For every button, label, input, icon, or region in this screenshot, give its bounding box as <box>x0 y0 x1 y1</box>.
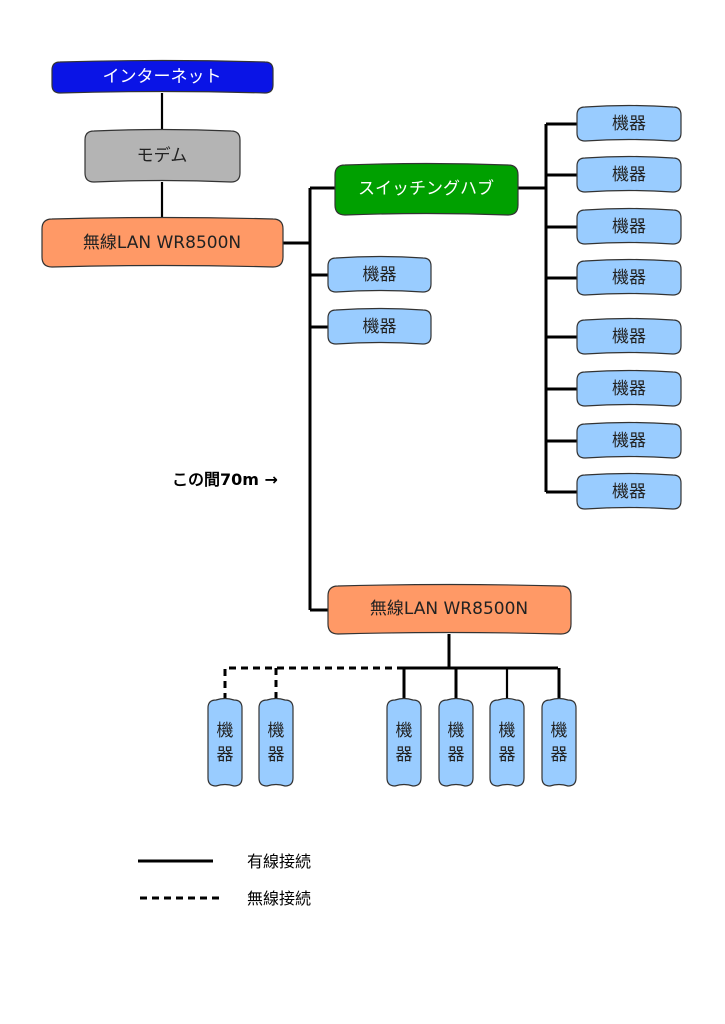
switch-device: 機器 <box>576 317 682 355</box>
remote-wireless-device: 機器 <box>207 697 243 787</box>
remote-wireless-device: 機器 <box>258 697 294 787</box>
device-label-char: 器 <box>499 745 516 765</box>
device-label-char: 機 <box>499 721 516 741</box>
main-router-box <box>41 216 284 268</box>
modem-node: モデム <box>84 128 241 183</box>
switch-device: 機器 <box>576 207 682 245</box>
device-label: 機器 <box>612 165 646 185</box>
internet-node: インターネット <box>51 59 274 94</box>
device-box <box>438 697 474 787</box>
device-box <box>576 421 682 459</box>
remote-wired-device: 機器 <box>489 697 525 787</box>
main-router-label: 無線LAN WR8500N <box>83 233 241 253</box>
device-label-char: 器 <box>448 745 465 765</box>
device-label: 機器 <box>612 482 646 502</box>
device-label-char: 器 <box>268 745 285 765</box>
device-box <box>576 369 682 407</box>
device-label-char: 機 <box>448 721 465 741</box>
switch-device: 機器 <box>576 472 682 510</box>
device-label: 機器 <box>363 265 397 285</box>
switch-hub-box <box>334 162 519 216</box>
device-label: 機器 <box>363 317 397 337</box>
legend-wired-label: 有線接続 <box>247 852 311 871</box>
device-label: 機器 <box>612 268 646 288</box>
remote-wired-device: 機器 <box>386 697 422 787</box>
switch-hub-label: スイッチングハブ <box>358 178 494 199</box>
device-label: 機器 <box>612 431 646 451</box>
internet-label: インターネット <box>103 67 222 87</box>
device-box <box>576 207 682 245</box>
device-box <box>258 697 294 787</box>
device-box <box>489 697 525 787</box>
legend-wireless-label: 無線接続 <box>247 889 311 908</box>
remote-router-node: 無線LAN WR8500N <box>327 583 572 635</box>
distance-annotation: この間70m → <box>172 470 278 489</box>
device-label: 機器 <box>612 379 646 399</box>
switch-hub-node: スイッチングハブ <box>334 162 519 216</box>
device-box <box>576 258 682 296</box>
device-label-char: 機 <box>217 721 234 741</box>
legend: 有線接続 無線接続 <box>138 852 311 908</box>
remote-router-label: 無線LAN WR8500N <box>370 599 528 619</box>
device-box <box>576 472 682 510</box>
device-label-char: 機 <box>268 721 285 741</box>
device-box <box>576 155 682 193</box>
device-box <box>541 697 577 787</box>
device-label-char: 機 <box>551 721 568 741</box>
remote-wired-device: 機器 <box>438 697 474 787</box>
router-device: 機器 <box>327 255 432 293</box>
device-box <box>327 255 432 293</box>
device-label: 機器 <box>612 114 646 134</box>
main-router-node: 無線LAN WR8500N <box>41 216 284 268</box>
switch-device: 機器 <box>576 369 682 407</box>
device-label-char: 器 <box>217 745 234 765</box>
modem-label: モデム <box>137 145 188 166</box>
connection-lines <box>160 93 577 700</box>
wireless-link <box>223 666 404 700</box>
device-box <box>207 697 243 787</box>
switch-device: 機器 <box>576 421 682 459</box>
switch-device: 機器 <box>576 104 682 142</box>
remote-wired-device: 機器 <box>541 697 577 787</box>
switch-device: 機器 <box>576 258 682 296</box>
device-box <box>576 317 682 355</box>
switch-device: 機器 <box>576 155 682 193</box>
device-label-char: 機 <box>396 721 413 741</box>
device-label: 機器 <box>612 327 646 347</box>
device-box <box>327 307 432 345</box>
modem-box <box>84 128 241 183</box>
device-label-char: 器 <box>396 745 413 765</box>
device-label-char: 器 <box>551 745 568 765</box>
remote-router-box <box>327 583 572 635</box>
device-box <box>576 104 682 142</box>
router-device: 機器 <box>327 307 432 345</box>
device-label: 機器 <box>612 217 646 237</box>
internet-box <box>51 59 274 94</box>
device-box <box>386 697 422 787</box>
